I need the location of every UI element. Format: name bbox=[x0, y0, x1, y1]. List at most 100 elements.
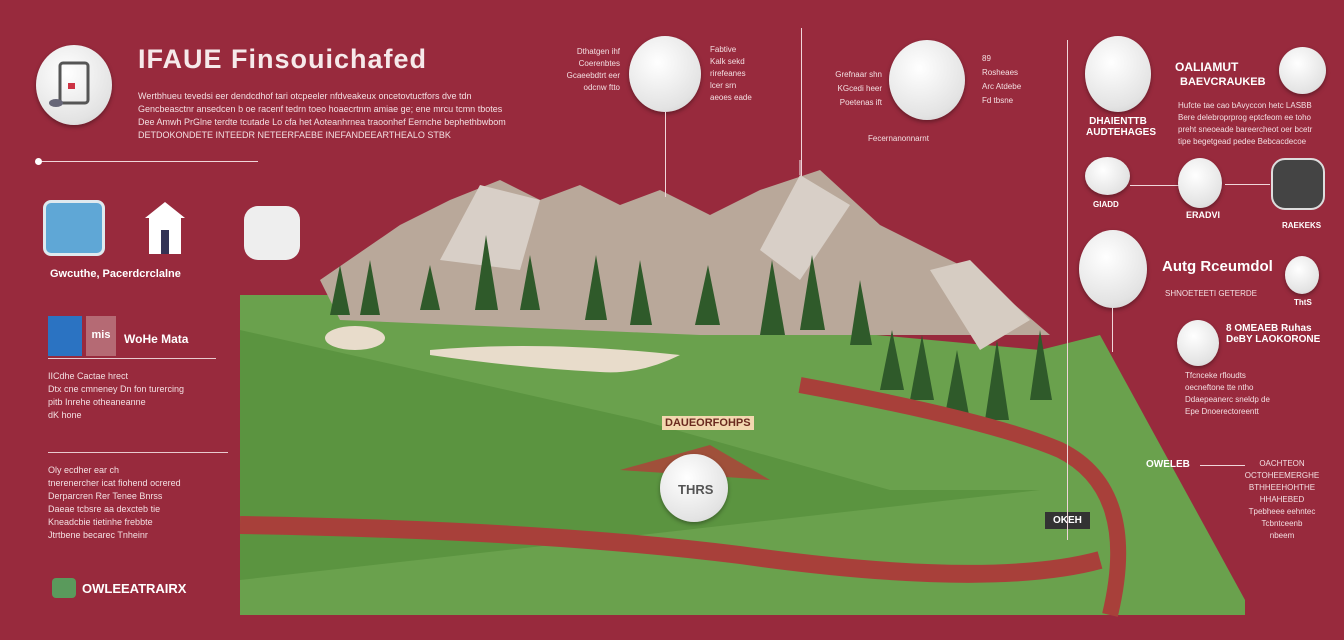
header-body: Wertbhueu tevedsi eer dendcdhof tari otc… bbox=[138, 90, 528, 142]
text-line: dK hone bbox=[48, 410, 82, 420]
mountains bbox=[320, 170, 1050, 335]
cart-path bbox=[798, 377, 1127, 617]
text-line: 8 OMEAEB Ruhas bbox=[1226, 323, 1312, 334]
connector-line bbox=[1130, 185, 1180, 186]
connector-line bbox=[1112, 308, 1113, 352]
body-line: Gencbeasctnr ansedcen b oe racenf tedrn … bbox=[138, 104, 503, 114]
subtitle: SHNOETEETI GETERDE bbox=[1165, 289, 1258, 298]
right-para: Hufcte tae cao bAvyccon hetc LASBB Bere d… bbox=[1178, 100, 1312, 148]
text-line: Gcaeebdtrt eer bbox=[566, 71, 620, 80]
text-line: OACHTEON bbox=[1259, 459, 1305, 468]
label: ERADVI bbox=[1186, 210, 1221, 220]
house-icon bbox=[143, 200, 187, 256]
text-line: Daeae tcbsre aa dexcteb tie bbox=[48, 504, 161, 514]
rough bbox=[240, 330, 1040, 580]
device-icon bbox=[36, 45, 112, 125]
page-title: IFAUE Finsouichafed bbox=[138, 44, 428, 74]
camera-icon bbox=[1177, 320, 1219, 366]
calendar-icon bbox=[889, 40, 965, 120]
text-line: HHAHEBED bbox=[1259, 495, 1305, 504]
label: OWELEB bbox=[1146, 459, 1190, 470]
body-line: Dee Amwh PrGlne terdte tcutade Lo cfa he… bbox=[138, 117, 506, 127]
divider bbox=[48, 452, 228, 453]
text-line: BTHHEEHOHTHE bbox=[1248, 483, 1316, 492]
text-line: Arc Atdebe bbox=[982, 82, 1022, 91]
scoreboard-icon bbox=[1085, 36, 1151, 112]
text-line: rirefeanes bbox=[710, 69, 746, 78]
sand-bunker bbox=[430, 346, 680, 373]
text-line: Jtrtbene becarec Tnheinr bbox=[48, 530, 148, 540]
tee-label: THRS bbox=[678, 482, 714, 497]
text-line: Dtx cne cmneney Dn fon turercing bbox=[48, 384, 185, 394]
logo-text: OWLEEATRAIRX bbox=[82, 581, 187, 596]
scorecard-icon bbox=[629, 36, 701, 112]
trees bbox=[330, 235, 1052, 420]
connector-line bbox=[801, 28, 802, 176]
text-line: DHAIENTTB bbox=[1089, 116, 1147, 127]
badge: mis bbox=[86, 316, 116, 356]
label: ThtS bbox=[1294, 298, 1312, 307]
text-line: DeBY LAOKORONE bbox=[1226, 334, 1321, 345]
label: GIADD bbox=[1093, 200, 1119, 209]
text-line: IICdhe Cactae hrect bbox=[48, 371, 129, 381]
text-line: KGcedi heer bbox=[837, 84, 882, 93]
divider-vertical bbox=[1067, 40, 1068, 540]
text-line: Grefnaar shn bbox=[835, 70, 882, 79]
text-line: AUDTEHAGES bbox=[1086, 127, 1157, 138]
text-line: Tfcnceke rfloudts bbox=[1185, 371, 1246, 380]
text-line: aeoes eade bbox=[710, 93, 752, 102]
connector-line bbox=[1225, 184, 1270, 185]
tee-marker[interactable] bbox=[660, 454, 728, 522]
connector-line bbox=[1200, 465, 1245, 466]
text-line: Dthatgen ihf bbox=[576, 47, 620, 56]
badge-blue bbox=[48, 316, 82, 356]
text-line: Epe Dnoerectoreentt bbox=[1185, 407, 1259, 416]
shoe-icon bbox=[1271, 158, 1325, 210]
text-line: lcer srn bbox=[710, 81, 737, 90]
text-line: tipe begetgead pedee Bebcacdecoe bbox=[1178, 137, 1307, 146]
golf-course-landscape bbox=[240, 160, 1245, 617]
connector-line bbox=[665, 112, 666, 197]
cart-icon bbox=[1085, 157, 1130, 195]
text-line: pitb Inrehe otheaneanne bbox=[48, 397, 146, 407]
right-subtitle: BAEVCRAUKEB bbox=[1180, 76, 1266, 88]
text-line: Derparcren Rer Tenee Bnrss bbox=[48, 491, 163, 501]
path-label: DAUEORFOHPS bbox=[662, 416, 754, 430]
text-line: Bere delebroprprog eptcfeom ee toho bbox=[1178, 113, 1311, 122]
right-title: OALIAMUT bbox=[1175, 60, 1239, 74]
map-icon bbox=[1079, 230, 1147, 308]
caption: Gwcuthe, Pacerdcrclalne bbox=[50, 268, 181, 280]
text-line: OCTOHEEMERGHE bbox=[1244, 471, 1320, 480]
label: RAEKEKS bbox=[1282, 221, 1322, 230]
connector-dot bbox=[35, 158, 42, 165]
text-line: Hufcte tae cao bAvyccon hetc LASBB bbox=[1178, 101, 1312, 110]
text-line: Tcbntceenb bbox=[1261, 519, 1303, 528]
callout-caption: Fecernanonnarnt bbox=[868, 134, 929, 143]
section-title: Autg Rceumdol bbox=[1162, 258, 1273, 275]
text-line: oecneftone tte ntho bbox=[1185, 383, 1254, 392]
text-line: odcnw ftto bbox=[583, 83, 620, 92]
clubhouse-icon bbox=[244, 206, 300, 260]
text-line: Fabtive bbox=[710, 45, 737, 54]
text-line: 89 bbox=[982, 54, 991, 63]
text-line: Kalk sekd bbox=[710, 57, 745, 66]
text-line: Coerenbtes bbox=[578, 59, 620, 68]
body-line: Wertbhueu tevedsi eer dendcdhof tari otc… bbox=[138, 91, 472, 101]
text-line: Fd tbsne bbox=[982, 96, 1014, 105]
folder-icon bbox=[43, 200, 105, 256]
text-line: Kneadcbie tietinhe frebbte bbox=[48, 517, 153, 527]
ball-icon bbox=[1279, 47, 1326, 94]
text-line: tnerenercher icat fiohend ocrered bbox=[48, 478, 181, 488]
body-line: DETDOKONDETE INTEEDR NETEERFAEBE INEFAND… bbox=[138, 130, 451, 140]
sand-bunker bbox=[325, 326, 385, 350]
text-line: Oly ecdher ear ch bbox=[48, 465, 120, 475]
text-line: Ddaepeanerc sneldp de bbox=[1185, 395, 1270, 404]
left-para-2: Oly ecdher ear ch tnerenercher icat fiohe… bbox=[48, 464, 228, 542]
text-line: nbeem bbox=[1269, 531, 1295, 540]
